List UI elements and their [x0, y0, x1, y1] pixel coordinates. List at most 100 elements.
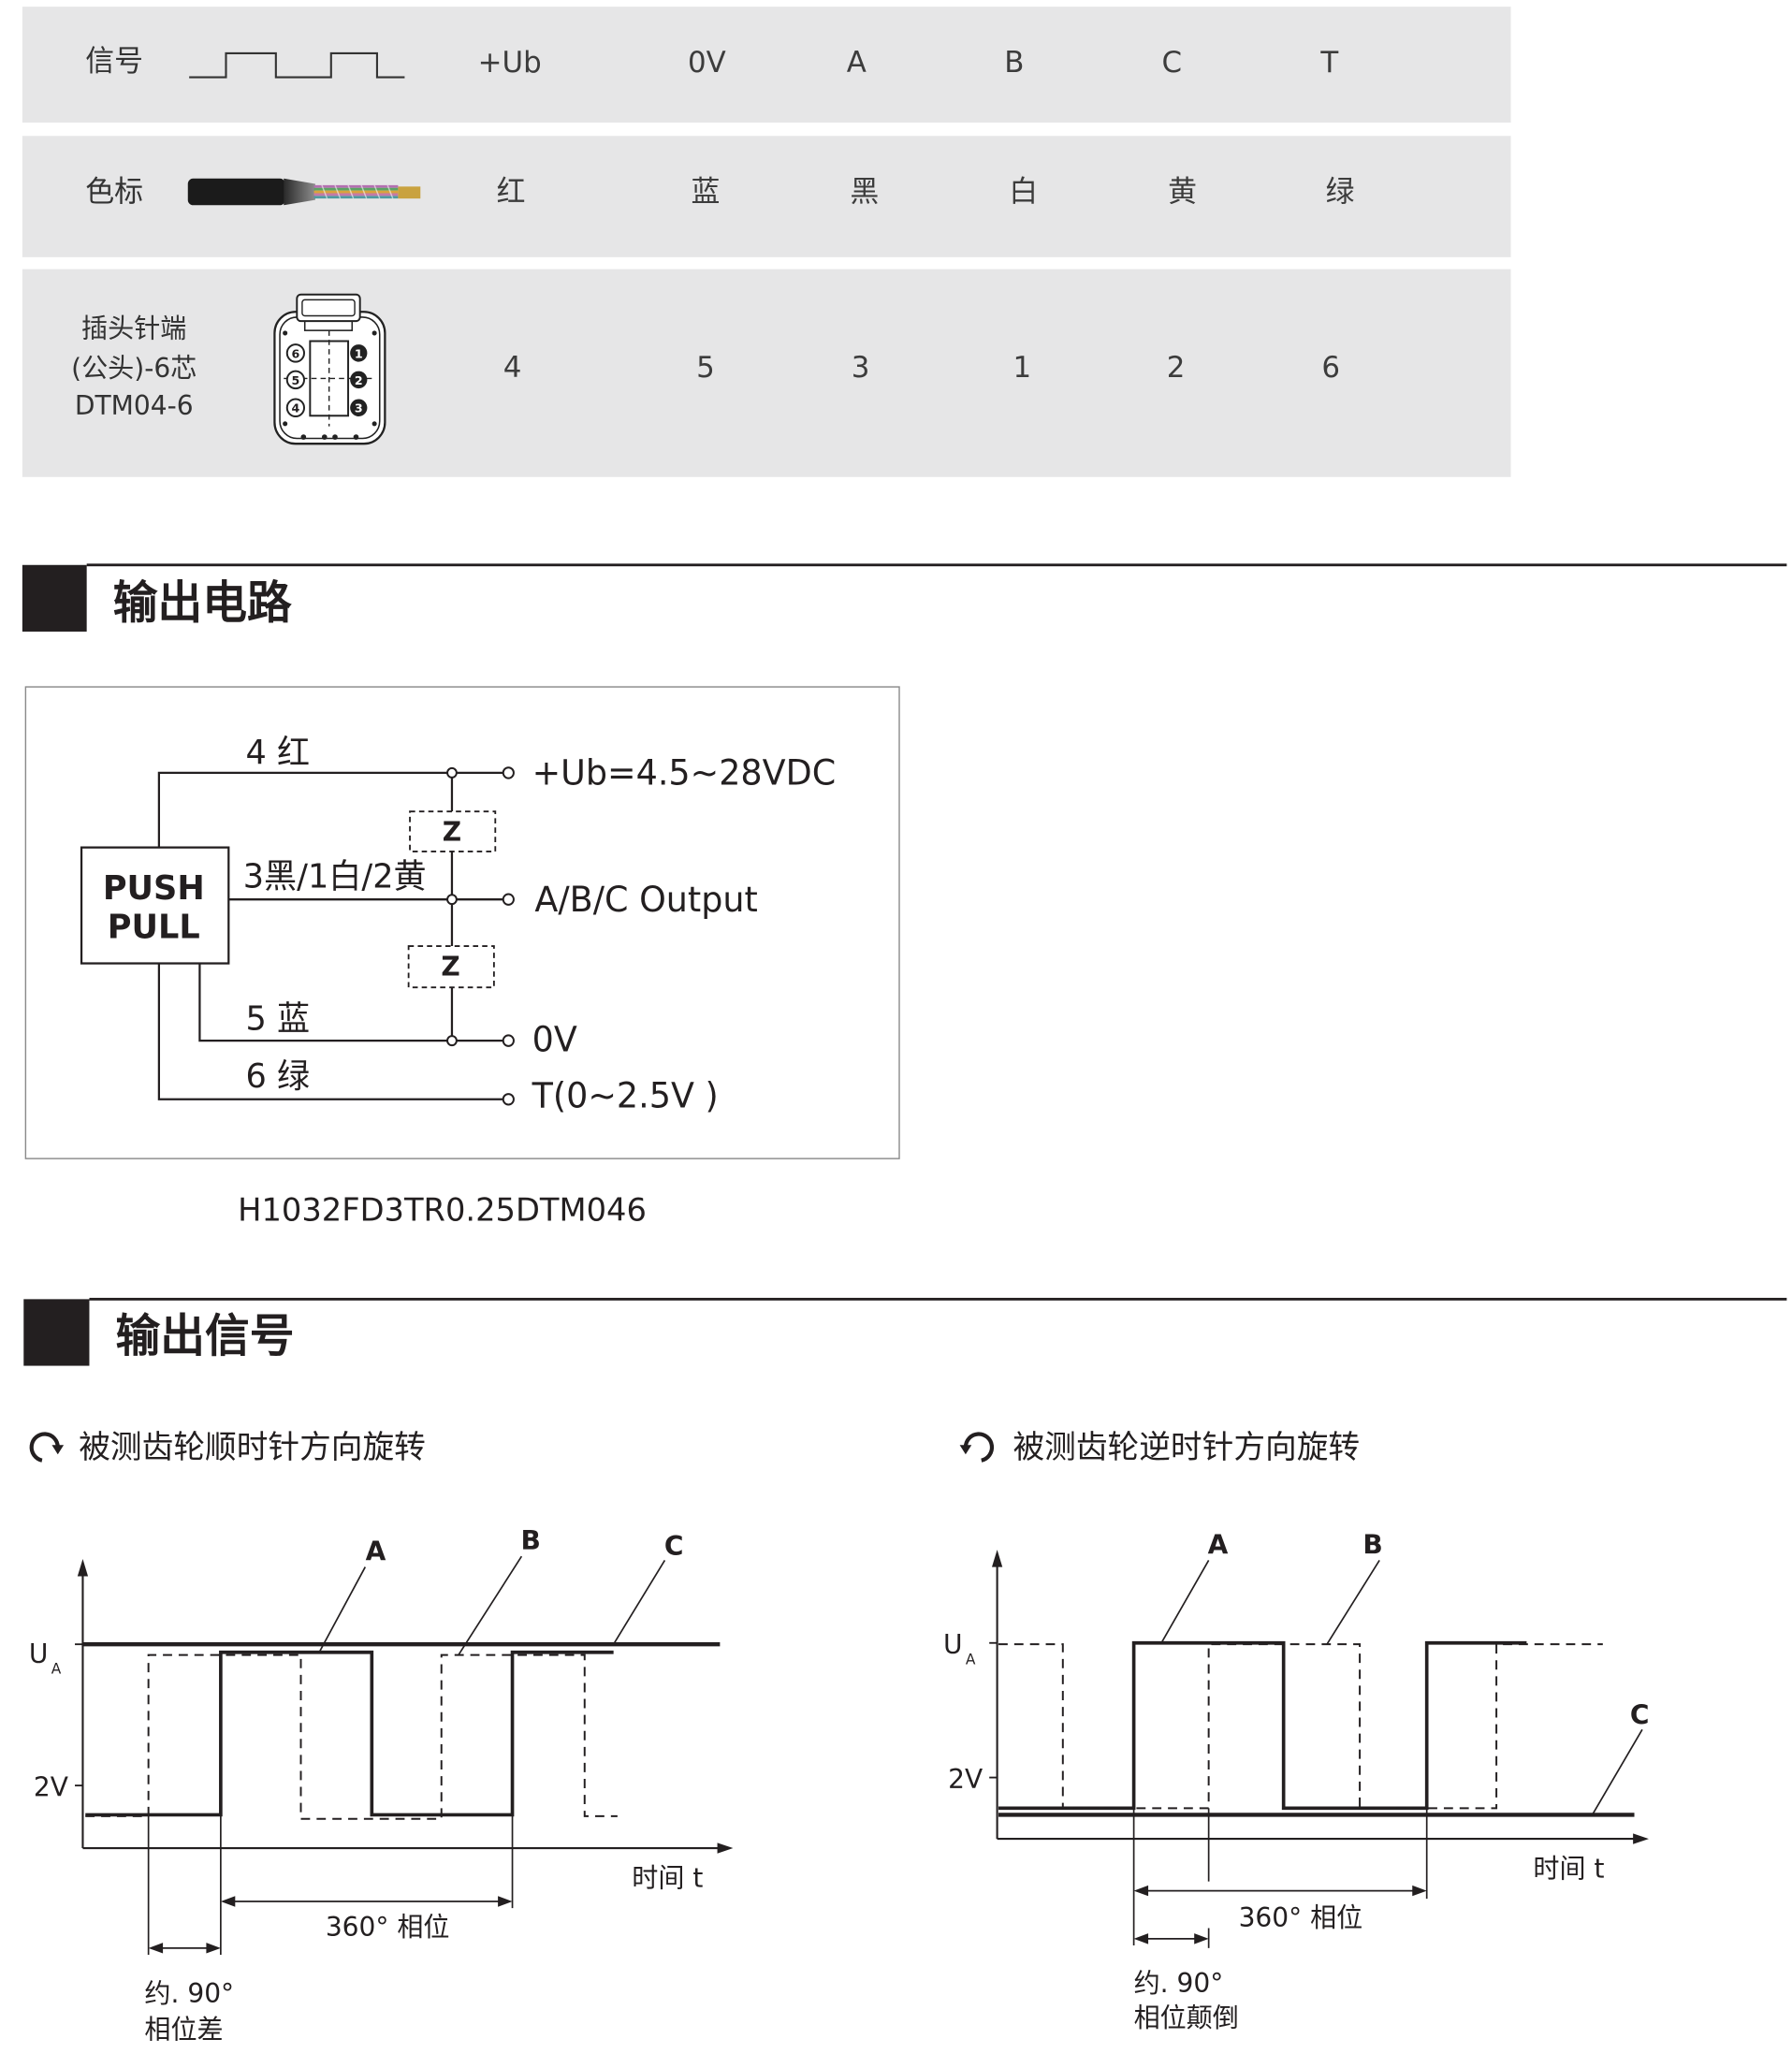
driver-label-push: PUSH	[103, 869, 205, 908]
counterclockwise-waveform-diagram: U A 2V A B C 360° 相位 约. 90° 相位颠倒 时间	[943, 1529, 1650, 2033]
pin-row-label-line-1: 插头针端	[81, 312, 187, 344]
signal-a-waveform	[85, 1650, 614, 1817]
color-black: 黑	[850, 175, 880, 210]
connector-pin-5: 5	[291, 373, 299, 387]
zener-upper	[409, 810, 497, 852]
zener-upper-label: Z	[443, 816, 461, 847]
signal-b-waveform	[998, 1643, 1603, 1810]
terminal-ub	[502, 766, 515, 779]
pin-row: 插头针端 (公头)-6芯 DTM04-6 6 5 4 1 2 3	[22, 269, 1511, 477]
signal-a-waveform	[998, 1640, 1527, 1811]
y-label-ua-subscript: A	[966, 1651, 976, 1668]
section-divider-signal	[89, 1297, 1787, 1301]
pin-row-label-line-3: DTM04-6	[74, 388, 194, 421]
signal-t: T	[1320, 46, 1339, 80]
series-label-a: A	[366, 1536, 386, 1566]
circuit-diagram: PUSH PULL Z Z 4 红 3黑/1白/2黄 5 蓝 6 绿 +Ub=4…	[24, 686, 900, 1159]
wire-t	[157, 963, 503, 1100]
series-label-c: C	[664, 1531, 684, 1562]
section-title-signal: 输出信号	[115, 1309, 295, 1363]
pin-a: 3	[851, 351, 870, 386]
signal-row: 信号 +Ub 0V A B C T	[22, 7, 1511, 124]
signal-ub: +Ub	[477, 46, 542, 80]
terminal-t	[502, 1093, 515, 1106]
phase-offset-line-1: 约. 90°	[1134, 1968, 1224, 1999]
connector-icon: 6 5 4 1 2 3	[273, 293, 386, 445]
terminal-label-output: A/B/C Output	[534, 880, 757, 920]
x-label-time: 时间 t	[1533, 1853, 1604, 1884]
period-label: 360° 相位	[326, 1912, 450, 1943]
pin-t: 6	[1321, 351, 1341, 386]
y-label-2v: 2V	[34, 1771, 69, 1802]
square-wave-icon	[189, 51, 405, 79]
counterclockwise-arrow-icon	[959, 1432, 995, 1463]
junction-output	[446, 894, 458, 906]
wire-label-ub: 4 红	[246, 734, 311, 772]
connector-pin-4: 4	[291, 401, 299, 415]
leader-b	[458, 1555, 523, 1656]
phase-offset-line-2: 相位颠倒	[1134, 2002, 1239, 2033]
signal-b-waveform	[85, 1653, 618, 1820]
pin-ub: 4	[503, 351, 522, 386]
junction-0v	[446, 1035, 458, 1047]
pin-b: 1	[1013, 351, 1032, 386]
color-yellow: 黄	[1168, 175, 1198, 210]
series-label-c: C	[1630, 1699, 1650, 1730]
signal-c: C	[1161, 46, 1183, 80]
cable-icon	[187, 178, 421, 206]
y-label-2v: 2V	[948, 1764, 983, 1795]
series-label-b: B	[521, 1525, 541, 1556]
pin-c: 2	[1166, 351, 1186, 386]
series-label-a: A	[1208, 1529, 1229, 1560]
color-white: 白	[1009, 175, 1039, 210]
series-label-b: B	[1362, 1529, 1382, 1560]
section-marker-circuit	[22, 564, 87, 632]
y-label-ua-subscript: A	[51, 1660, 62, 1677]
signal-0v: 0V	[687, 46, 726, 80]
connector-pin-6: 6	[291, 346, 299, 360]
terminal-output	[502, 893, 515, 906]
leader-b	[1326, 1560, 1380, 1645]
color-green: 绿	[1325, 175, 1355, 210]
x-axis-arrow	[717, 1842, 734, 1854]
wire-label-0v: 5 蓝	[246, 1000, 311, 1039]
y-axis-arrow	[991, 1550, 1003, 1567]
wire-ub	[157, 771, 503, 848]
leader-c	[1591, 1728, 1643, 1815]
period-label: 360° 相位	[1239, 1902, 1363, 1933]
connector-pin-2: 2	[355, 373, 363, 387]
section-marker-signal	[23, 1299, 90, 1366]
model-number: H1032FD3TR0.25DTM046	[238, 1191, 647, 1229]
color-row: 色标 红 蓝 黑 白 黄 绿	[22, 136, 1511, 257]
driver-label-pull: PULL	[108, 908, 200, 946]
push-pull-driver	[80, 846, 230, 965]
wire-label-t: 6 绿	[246, 1057, 311, 1096]
color-row-label: 色标	[85, 175, 144, 210]
y-label-ua: U	[943, 1629, 963, 1660]
signal-row-label: 信号	[85, 45, 144, 80]
section-divider-circuit	[86, 563, 1787, 566]
wire-0v	[198, 963, 503, 1042]
y-axis-arrow	[77, 1559, 89, 1577]
color-blue: 蓝	[691, 175, 721, 210]
terminal-label-0v: 0V	[532, 1019, 577, 1059]
phase-offset-line-2: 相位差	[144, 2014, 223, 2045]
zener-lower-label: Z	[441, 951, 459, 982]
wire-label-output: 3黑/1白/2黄	[243, 857, 427, 896]
leader-a	[1160, 1560, 1210, 1644]
clockwise-waveform-diagram: U A 2V A B C 360° 相位 约. 90° 相位差 时间 t	[29, 1525, 734, 2046]
color-red: 红	[496, 175, 526, 210]
terminal-label-t: T(0~2.5V )	[532, 1075, 719, 1115]
clockwise-arrow-icon	[29, 1432, 65, 1463]
section-title-circuit: 输出电路	[112, 576, 292, 631]
circuit-schematic: PUSH PULL Z Z 4 红 3黑/1白/2黄 5 蓝 6 绿 +Ub=4…	[80, 734, 837, 1115]
x-axis-arrow	[1633, 1833, 1649, 1844]
phase-offset-line-1: 约. 90°	[144, 1978, 234, 2009]
signal-a: A	[846, 46, 867, 80]
terminal-label-ub: +Ub=4.5~28VDC	[532, 752, 837, 793]
leader-a	[318, 1566, 367, 1653]
leader-c	[612, 1560, 666, 1645]
terminal-0v	[502, 1034, 515, 1047]
y-label-ua: U	[29, 1638, 49, 1669]
